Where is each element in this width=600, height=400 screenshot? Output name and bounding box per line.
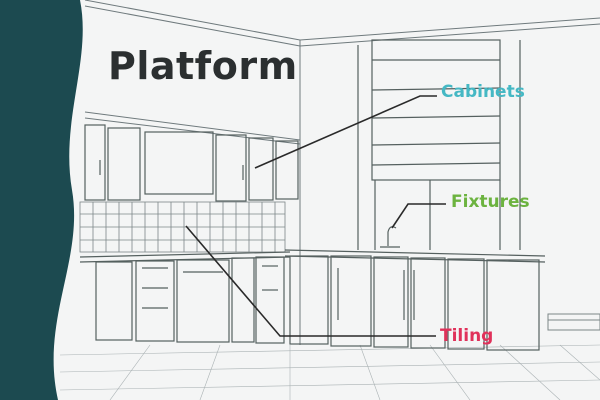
faucet [380, 227, 400, 247]
page-title: Platform [108, 44, 298, 88]
label-fixtures: Fixtures [451, 192, 530, 212]
leader-lines [186, 96, 446, 336]
backsplash-tiles [80, 202, 285, 252]
left-wave-panel [0, 0, 83, 400]
label-cabinets: Cabinets [441, 82, 525, 102]
floor-tiles [60, 345, 600, 400]
right-cabinets [285, 250, 545, 350]
radiator [548, 314, 600, 330]
window-blind [358, 40, 520, 250]
lower-cabinets [80, 252, 290, 343]
label-tiling: Tiling [440, 326, 493, 346]
